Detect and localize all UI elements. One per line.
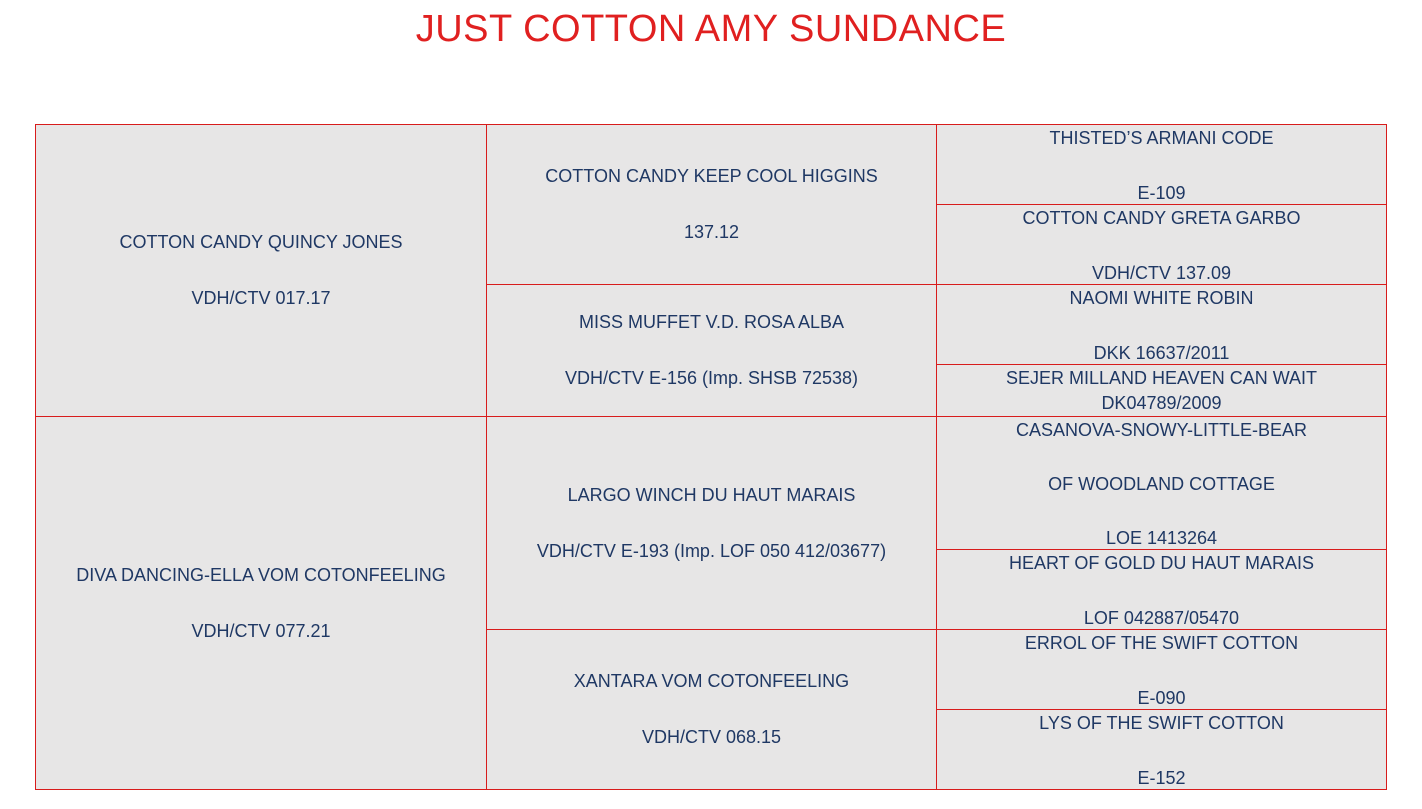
- great-grandparent-1: THISTED’S ARMANI CODE E-109: [937, 125, 1386, 205]
- great-grandparent-reg: E-090: [1137, 688, 1186, 708]
- great-grandparent-name: HEART OF GOLD DU HAUT MARAIS: [1008, 553, 1315, 573]
- grandparent-name: XANTARA VOM COTONFEELING: [573, 671, 850, 691]
- grandparent-reg: VDH/CTV E-156 (Imp. SHSB 72538): [564, 368, 859, 388]
- great-grandparent-reg: VDH/CTV 137.09: [1091, 263, 1232, 283]
- grandparent-2: MISS MUFFET V.D. ROSA ALBA VDH/CTV E-156…: [487, 285, 937, 417]
- great-grandparent-reg: LOE 1413264: [1105, 528, 1218, 548]
- great-grandparent-name: CASANOVA-SNOWY-LITTLE-BEAR: [1015, 420, 1308, 440]
- great-grandparent-4: SEJER MILLAND HEAVEN CAN WAIT DK04789/20…: [937, 365, 1386, 417]
- great-grandparent-name: SEJER MILLAND HEAVEN CAN WAIT: [1005, 368, 1318, 388]
- grandparent-3: LARGO WINCH DU HAUT MARAIS VDH/CTV E-193…: [487, 417, 937, 630]
- sire-name: COTTON CANDY QUINCY JONES: [119, 232, 403, 252]
- great-grandparent-2: COTTON CANDY GRETA GARBO VDH/CTV 137.09: [937, 205, 1386, 285]
- great-grandparent-name: LYS OF THE SWIFT COTTON: [1039, 713, 1284, 733]
- dam-reg: VDH/CTV 077.21: [191, 620, 331, 641]
- grandparent-4: XANTARA VOM COTONFEELING VDH/CTV 068.15: [487, 630, 937, 789]
- great-grandparent-5: CASANOVA-SNOWY-LITTLE-BEAR OF WOODLAND C…: [937, 417, 1386, 550]
- dam-name: DIVA DANCING-ELLA VOM COTONFEELING: [76, 564, 446, 585]
- parent-sire: COTTON CANDY QUINCY JONES VDH/CTV 017.17: [36, 125, 487, 417]
- great-grandparent-name: NAOMI WHITE ROBIN: [1069, 288, 1254, 308]
- great-grandparent-name: COTTON CANDY GRETA GARBO: [1022, 208, 1301, 228]
- great-grandparent-6: HEART OF GOLD DU HAUT MARAIS LOF 042887/…: [937, 550, 1386, 630]
- grandparent-1: COTTON CANDY KEEP COOL HIGGINS 137.12: [487, 125, 937, 285]
- grandparent-reg: 137.12: [683, 222, 740, 242]
- great-grandparent-name: THISTED’S ARMANI CODE: [1049, 128, 1274, 148]
- great-grandparent-name: ERROL OF THE SWIFT COTTON: [1024, 633, 1299, 653]
- grandparent-name: MISS MUFFET V.D. ROSA ALBA: [578, 312, 845, 332]
- grandparent-name: LARGO WINCH DU HAUT MARAIS: [567, 484, 856, 505]
- great-grandparent-reg: DK04789/2009: [1101, 393, 1222, 413]
- great-grandparent-8: LYS OF THE SWIFT COTTON E-152: [937, 710, 1386, 789]
- great-grandparent-reg: LOF 042887/05470: [1083, 608, 1240, 628]
- great-grandparent-7: ERROL OF THE SWIFT COTTON E-090: [937, 630, 1386, 710]
- pedigree-table: COTTON CANDY QUINCY JONES VDH/CTV 017.17…: [35, 124, 1387, 790]
- great-grandparent-reg: DKK 16637/2011: [1093, 343, 1230, 363]
- parent-dam: DIVA DANCING-ELLA VOM COTONFEELING VDH/C…: [36, 417, 487, 789]
- grandparent-name: COTTON CANDY KEEP COOL HIGGINS: [545, 166, 878, 186]
- great-grandparent-3: NAOMI WHITE ROBIN DKK 16637/2011: [937, 285, 1386, 365]
- great-grandparent-reg: E-152: [1137, 768, 1186, 788]
- great-grandparent-reg: E-109: [1137, 183, 1186, 203]
- great-grandparent-name-line2: OF WOODLAND COTTAGE: [1048, 474, 1275, 494]
- grandparent-reg: VDH/CTV 068.15: [641, 727, 782, 747]
- pedigree-title: JUST COTTON AMY SUNDANCE: [415, 8, 1007, 50]
- grandparent-reg: VDH/CTV E-193 (Imp. LOF 050 412/03677): [536, 540, 887, 561]
- sire-reg: VDH/CTV 017.17: [191, 288, 331, 308]
